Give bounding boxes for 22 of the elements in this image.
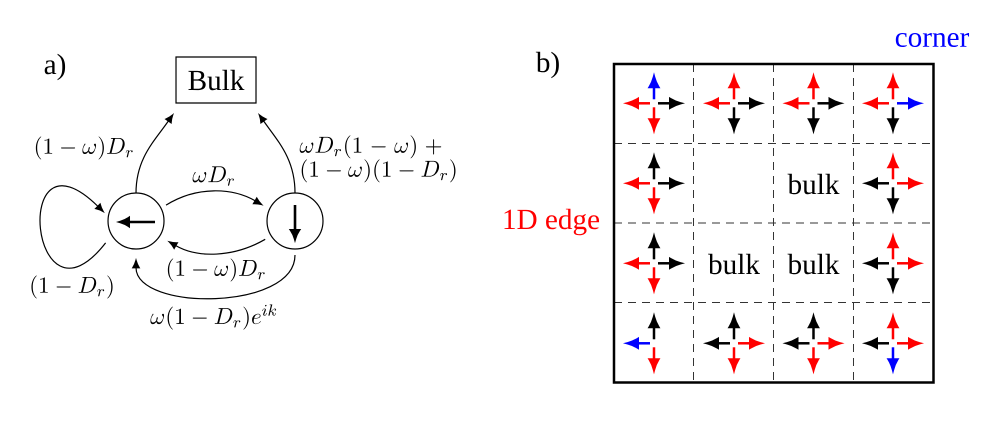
edge-label: $\omega(1-D_r)e^{ik}$ (150, 304, 276, 330)
arrow (135, 114, 174, 194)
arrow (166, 190, 262, 206)
region-label: bulk (708, 254, 760, 274)
region-label: bulk (788, 254, 840, 274)
state-circle (107, 192, 165, 250)
panel-label: a) (44, 54, 66, 80)
panel-label: b) (536, 52, 559, 78)
state-circle (266, 192, 324, 250)
edge-label: $(1-\omega)D_r$ (36, 136, 133, 160)
edge-label: $(1-\omega)D_r$ (168, 258, 265, 282)
arrow (258, 114, 296, 194)
edge-label: $\omega D_r(1-\omega) +(1-\omega)(1-D_r)$ (300, 135, 456, 182)
edge-label: $\omega D_r$ (192, 166, 234, 186)
state-box: Bulk (175, 56, 257, 104)
edge-label: $(1-D_r)$ (31, 276, 113, 298)
region-label: 1D edge (504, 208, 600, 236)
arrow (132, 254, 296, 300)
region-label: bulk (788, 174, 840, 194)
arrow (168, 238, 266, 255)
loop-arrow (40, 185, 106, 268)
region-label: corner (896, 32, 970, 48)
